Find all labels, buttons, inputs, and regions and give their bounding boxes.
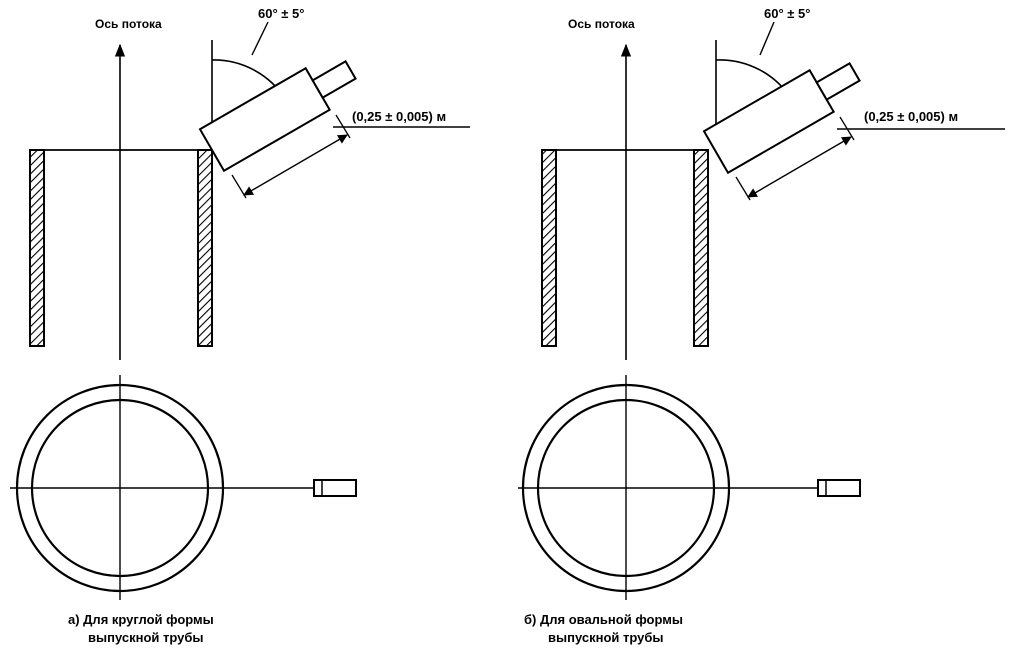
left-probe-body [198, 66, 332, 173]
left-angle-leader [251, 21, 269, 56]
left-angle-label: 60° ± 5° [258, 6, 304, 21]
right-distance-label: (0,25 ± 0,005) м [864, 109, 958, 124]
right-caption-line2: выпускной трубы [548, 630, 663, 645]
left-pipe-wall-left [29, 149, 45, 347]
left-pipe-wall-right [197, 149, 213, 347]
right-distance-dimension [747, 136, 852, 198]
right-pipe-wall-right [693, 149, 709, 347]
right-pipe-wall-left [541, 149, 557, 347]
left-caption-line1: а) Для круглой формы [68, 612, 214, 627]
right-variant: Ось потока 60° ± 5° (0,25 ± 0,005) м б) … [518, 6, 1005, 645]
left-probe-head [311, 59, 357, 100]
right-angle-leader [759, 21, 775, 56]
right-probe-head [815, 61, 861, 102]
left-caption-line2: выпускной трубы [88, 630, 203, 645]
left-distance-dimension [243, 134, 348, 196]
left-distance-label: (0,25 ± 0,005) м [352, 109, 446, 124]
right-caption-line1: б) Для овальной формы [524, 612, 683, 627]
left-probe [198, 59, 357, 173]
right-probe-body [702, 68, 836, 175]
right-probe [702, 61, 861, 175]
right-axis-label: Ось потока [568, 17, 635, 31]
right-angle-label: 60° ± 5° [764, 6, 810, 21]
right-section-probe [817, 479, 861, 497]
left-variant: Ось потока 60° ± 5° (0,25 ± 0,005) м а) … [10, 6, 470, 645]
left-axis-label: Ось потока [95, 17, 162, 31]
left-section-probe [313, 479, 357, 497]
